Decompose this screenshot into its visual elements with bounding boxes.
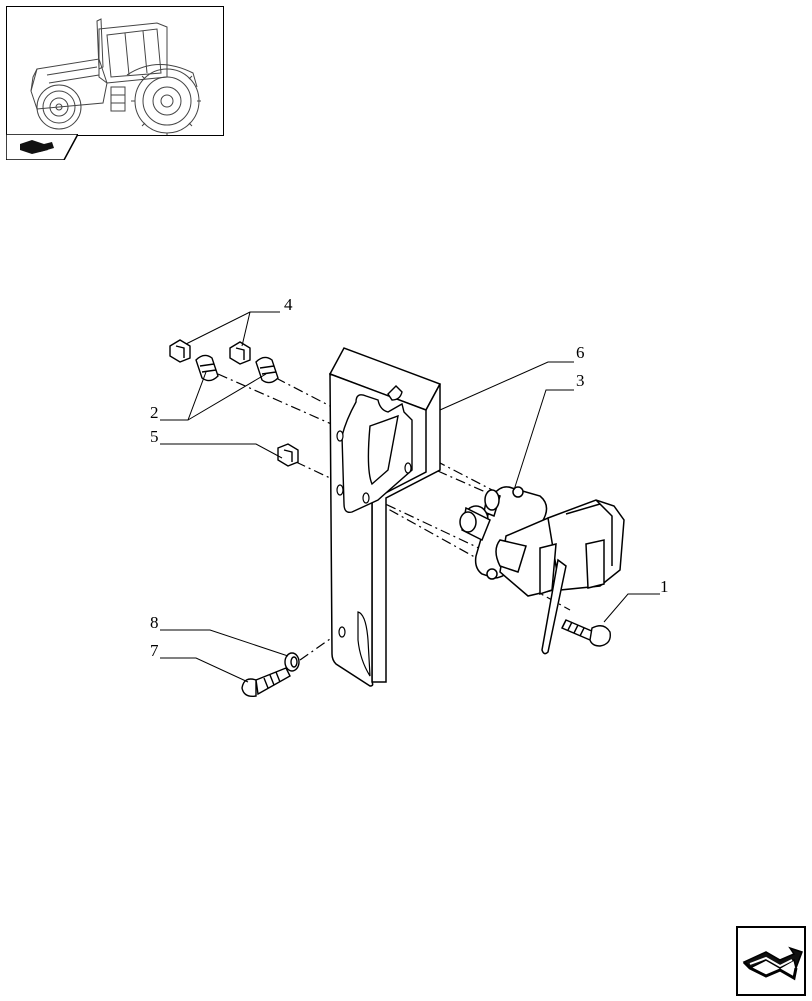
section-tab xyxy=(5,133,80,165)
nut-parts-4 xyxy=(169,339,251,365)
callout-5: 5 xyxy=(150,427,159,446)
callout-4: 4 xyxy=(284,295,293,314)
leader-lines xyxy=(160,311,660,683)
nut-part-5 xyxy=(277,443,299,467)
callout-6: 6 xyxy=(576,343,585,362)
bolt-part-7 xyxy=(241,667,291,698)
stud-parts-2 xyxy=(195,354,279,384)
clamp-plate xyxy=(341,385,413,514)
callout-7: 7 xyxy=(150,641,159,660)
callout-1: 1 xyxy=(660,577,669,596)
callout-8: 8 xyxy=(150,613,159,632)
washer-part-8 xyxy=(284,652,300,672)
bracket-plate xyxy=(328,347,442,687)
bracket-holes xyxy=(336,430,412,677)
section-tab-icon xyxy=(5,133,80,161)
tractor-thumbnail-icon xyxy=(30,18,201,137)
tractor-thumbnail xyxy=(6,6,224,137)
bolt-part-1 xyxy=(561,619,611,647)
callout-2: 2 xyxy=(150,403,159,422)
switch-unit xyxy=(459,486,625,655)
navigation-button[interactable] xyxy=(736,926,806,996)
callout-3: 3 xyxy=(576,371,585,390)
navigation-arrow-icon xyxy=(736,926,806,996)
